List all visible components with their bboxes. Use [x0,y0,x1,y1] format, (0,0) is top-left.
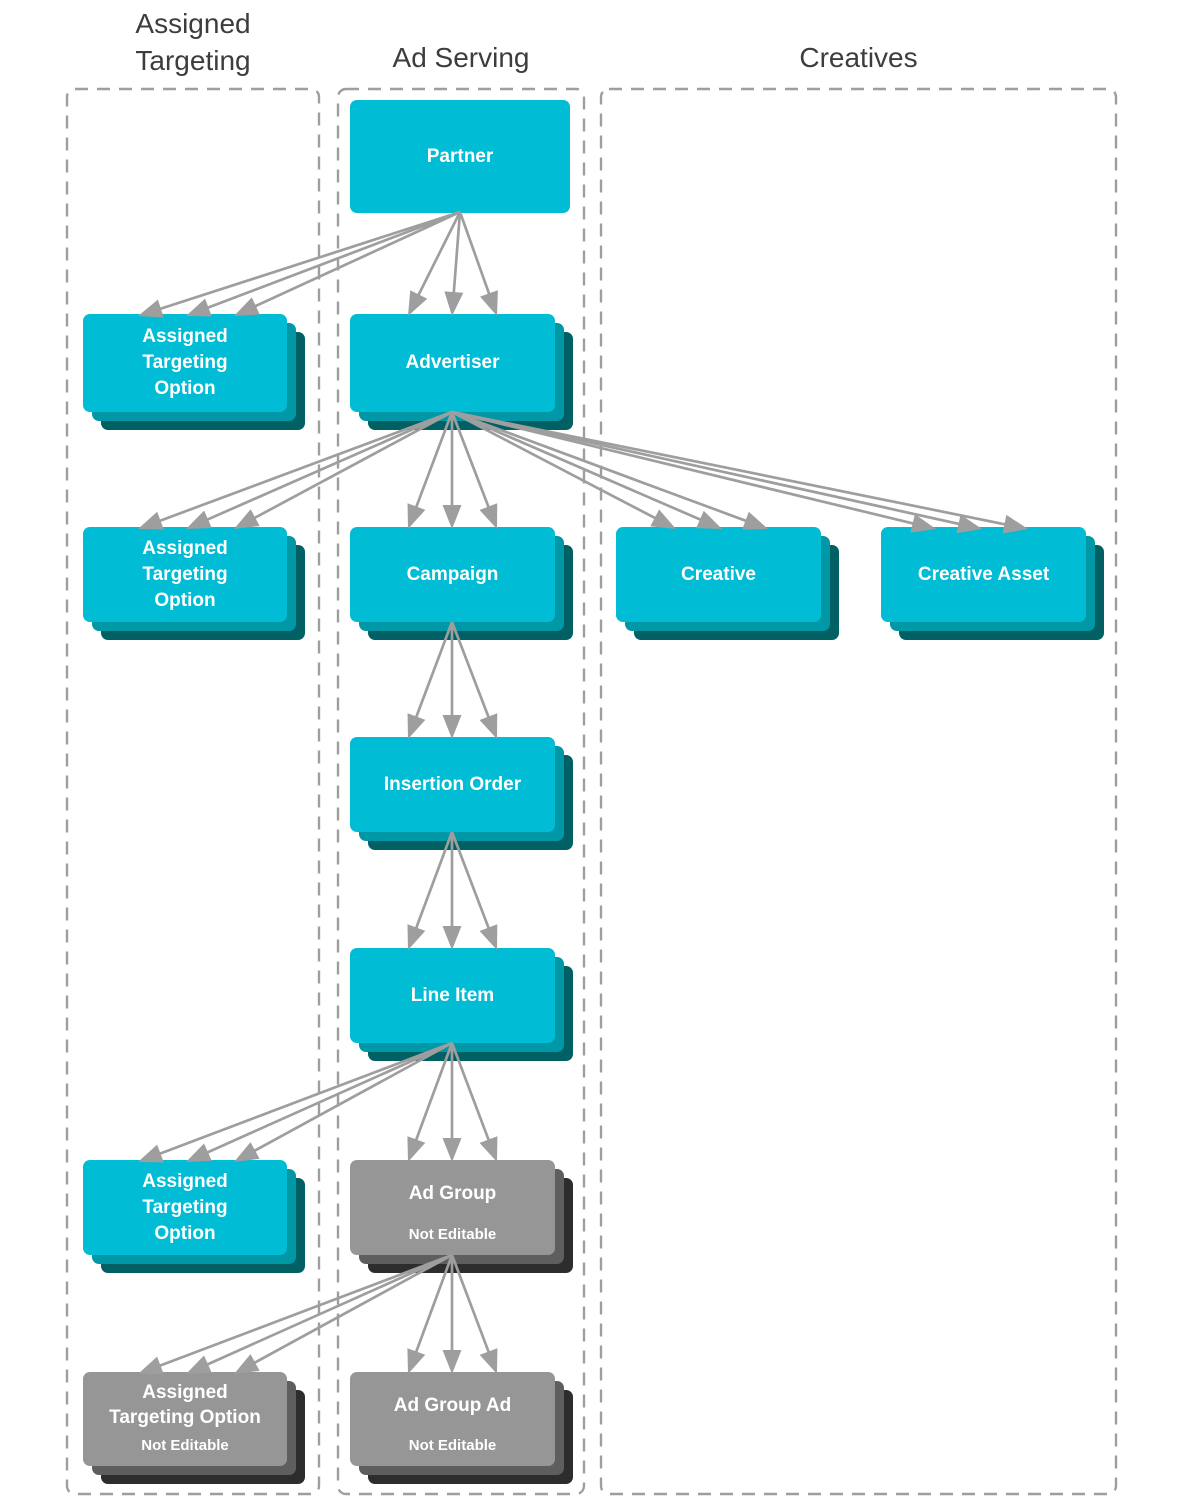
node-assigned-targeting-option-1: Assigned Targeting Option [83,314,305,430]
node-partner-face: Partner [350,100,570,213]
arrow-head-insertion-order-to-line-item [407,924,426,950]
column-header-creatives: Creatives [799,42,918,73]
node-label: Ad Group [408,1183,497,1204]
arrow-head-line-item-to-ad-group [407,1136,426,1162]
node-assigned-targeting-option-2: Assigned Targeting Option [83,527,305,640]
arrow-head-partner-to-advertiser [480,290,498,316]
node-face: Creative [616,527,821,622]
node-label: Ad Group Ad [393,1394,512,1416]
arrow-head-partner-to-advertiser [408,290,428,316]
arrow-head-ad-group-to-ad-group-ad [407,1348,426,1374]
node-not-editable-badge: Not Editable [408,1226,497,1243]
node-face: Campaign [350,527,555,622]
node-label: Creative [681,563,756,585]
node-partner: Partner [350,100,570,213]
arrow-head-insertion-order-to-line-item [479,924,498,950]
node-label: Creative Asset [917,563,1050,585]
node-face: Assigned Targeting Option [83,314,287,412]
node-insertion-order: Insertion Order [350,737,573,850]
arrow-head-advertiser-to-campaign [407,503,426,529]
column-header-ad-serving: Ad Serving [392,42,530,73]
arrow-line-partner-to-advertiser [452,211,462,297]
arrow-head-line-item-to-ad-group [479,1136,498,1162]
node-label: Insertion Order [383,773,522,795]
arrow-head-advertiser-to-campaign [479,503,498,529]
node-face: Assigned Targeting Option [83,527,287,622]
arrow-head-ad-group-to-ad-group-ad [442,1350,462,1374]
node-face: Assigned Targeting Option Not Editable [83,1372,287,1466]
node-label: Advertiser [405,352,500,373]
node-ad-group: Ad Group Not Editable [350,1160,573,1273]
node-not-editable-badge: Not Editable [141,1437,229,1454]
arrow-head-partner-to-advertiser [444,291,464,316]
node-face: Line Item [350,948,555,1043]
node-campaign: Campaign [350,527,573,640]
node-partner-label: Partner [426,145,494,167]
node-face: Ad Group Not Editable [350,1160,555,1255]
node-advertiser: Advertiser [350,314,573,430]
arrow-head-ad-group-to-ad-group-ad [479,1348,498,1374]
column-box-assigned-targeting [65,87,321,1496]
node-label: Assigned Targeting Option [142,537,228,611]
node-label: Campaign [406,563,499,585]
node-not-editable-badge: Not Editable [408,1437,497,1454]
arrow-head-campaign-to-insertion-order [407,713,426,739]
node-label: Line Item [410,984,495,1006]
column-box-creatives [599,87,1118,1496]
arrow-head-line-item-to-ad-group [442,1138,462,1162]
node-label: Assigned Targeting Option [109,1382,261,1428]
arrow-line-partner-to-advertiser [458,211,492,298]
arrow-line-partner-to-assigned-targeting-option-1 [204,210,461,311]
node-creative: Creative [616,527,839,640]
arrow-line-partner-to-advertiser [415,211,462,299]
arrow-head-advertiser-to-campaign [442,505,462,529]
node-creative-asset: Creative Asset [881,527,1104,640]
node-label: Assigned Targeting Option [142,1170,228,1244]
node-label: Assigned Targeting Option [142,326,228,399]
arrow-line-partner-to-assigned-targeting-option-1 [156,210,461,312]
arrow-head-campaign-to-insertion-order [479,713,498,739]
node-face: Creative Asset [881,527,1086,622]
column-header-assigned-targeting: Assigned Targeting [135,8,251,76]
node-face: Advertiser [350,314,555,412]
node-face: Insertion Order [350,737,555,832]
node-assigned-targeting-option-4: Assigned Targeting Option Not Editable [83,1372,305,1484]
node-ad-group-ad: Ad Group Ad Not Editable [350,1372,573,1484]
arrow-head-insertion-order-to-line-item [442,926,462,950]
arrow-head-campaign-to-insertion-order [442,715,462,739]
node-line-item: Line Item [350,948,573,1061]
node-assigned-targeting-option-3: Assigned Targeting Option [83,1160,305,1273]
node-face: Ad Group Ad Not Editable [350,1372,555,1466]
node-face: Assigned Targeting Option [83,1160,287,1255]
arrow-line-partner-to-assigned-targeting-option-1 [251,210,461,309]
